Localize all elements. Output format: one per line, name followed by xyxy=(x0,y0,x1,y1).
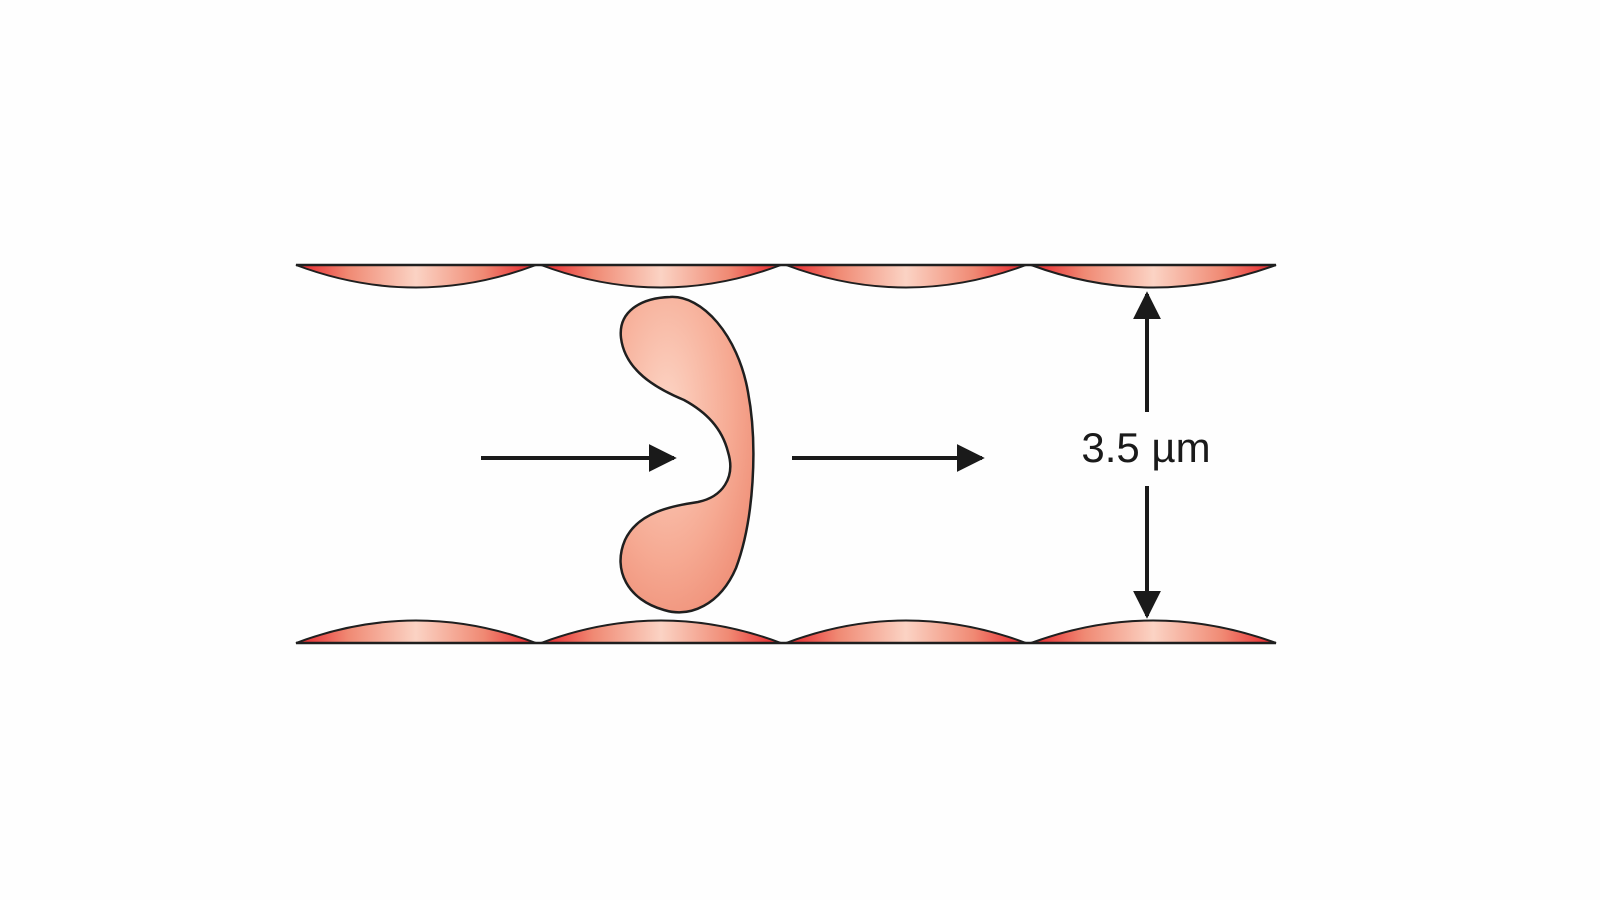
bottom-endothelial-cell-4 xyxy=(1030,619,1277,644)
top-endothelial-cell-3 xyxy=(785,264,1027,289)
dimension-label: 3.5 µm xyxy=(1081,424,1210,471)
deformed-red-blood-cell xyxy=(619,295,755,614)
top-vessel-wall xyxy=(295,263,1277,289)
bottom-endothelial-cell-3 xyxy=(785,619,1027,644)
diameter-dimension: 3.5 µm xyxy=(1081,291,1211,619)
bottom-endothelial-cell-2 xyxy=(540,619,782,644)
bottom-vessel-wall xyxy=(295,619,1277,645)
top-endothelial-cell-1 xyxy=(295,264,537,289)
top-endothelial-cell-4 xyxy=(1030,264,1277,289)
top-endothelial-cell-2 xyxy=(540,264,782,289)
bottom-endothelial-cell-1 xyxy=(295,619,537,644)
